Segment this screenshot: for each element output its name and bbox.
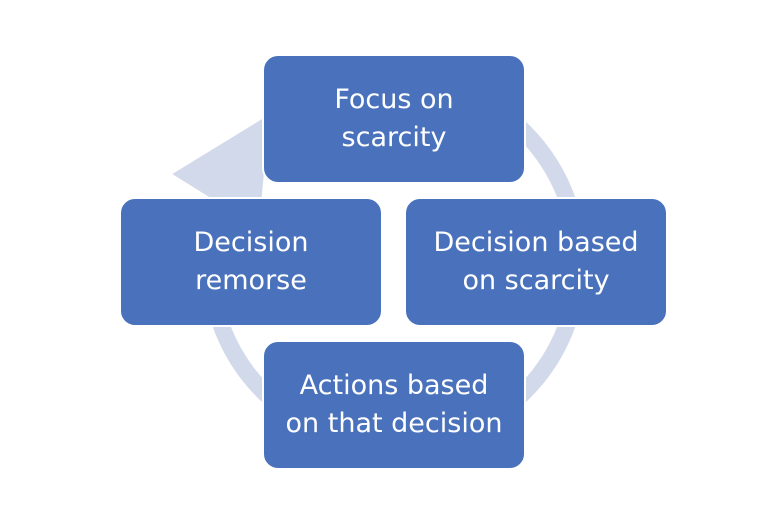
step-label: Focus on scarcity <box>334 84 454 153</box>
step-label: Actions based on that decision <box>285 370 503 439</box>
step-label: Decision remorse <box>193 227 309 296</box>
step-decision-remorse: Decision remorse <box>119 197 383 327</box>
step-focus-on-scarcity: Focus on scarcity <box>262 54 526 184</box>
step-label: Decision based on scarcity <box>433 227 639 296</box>
step-actions-based-on-decision: Actions based on that decision <box>262 340 526 470</box>
step-decision-based-on-scarcity: Decision based on scarcity <box>404 197 668 327</box>
